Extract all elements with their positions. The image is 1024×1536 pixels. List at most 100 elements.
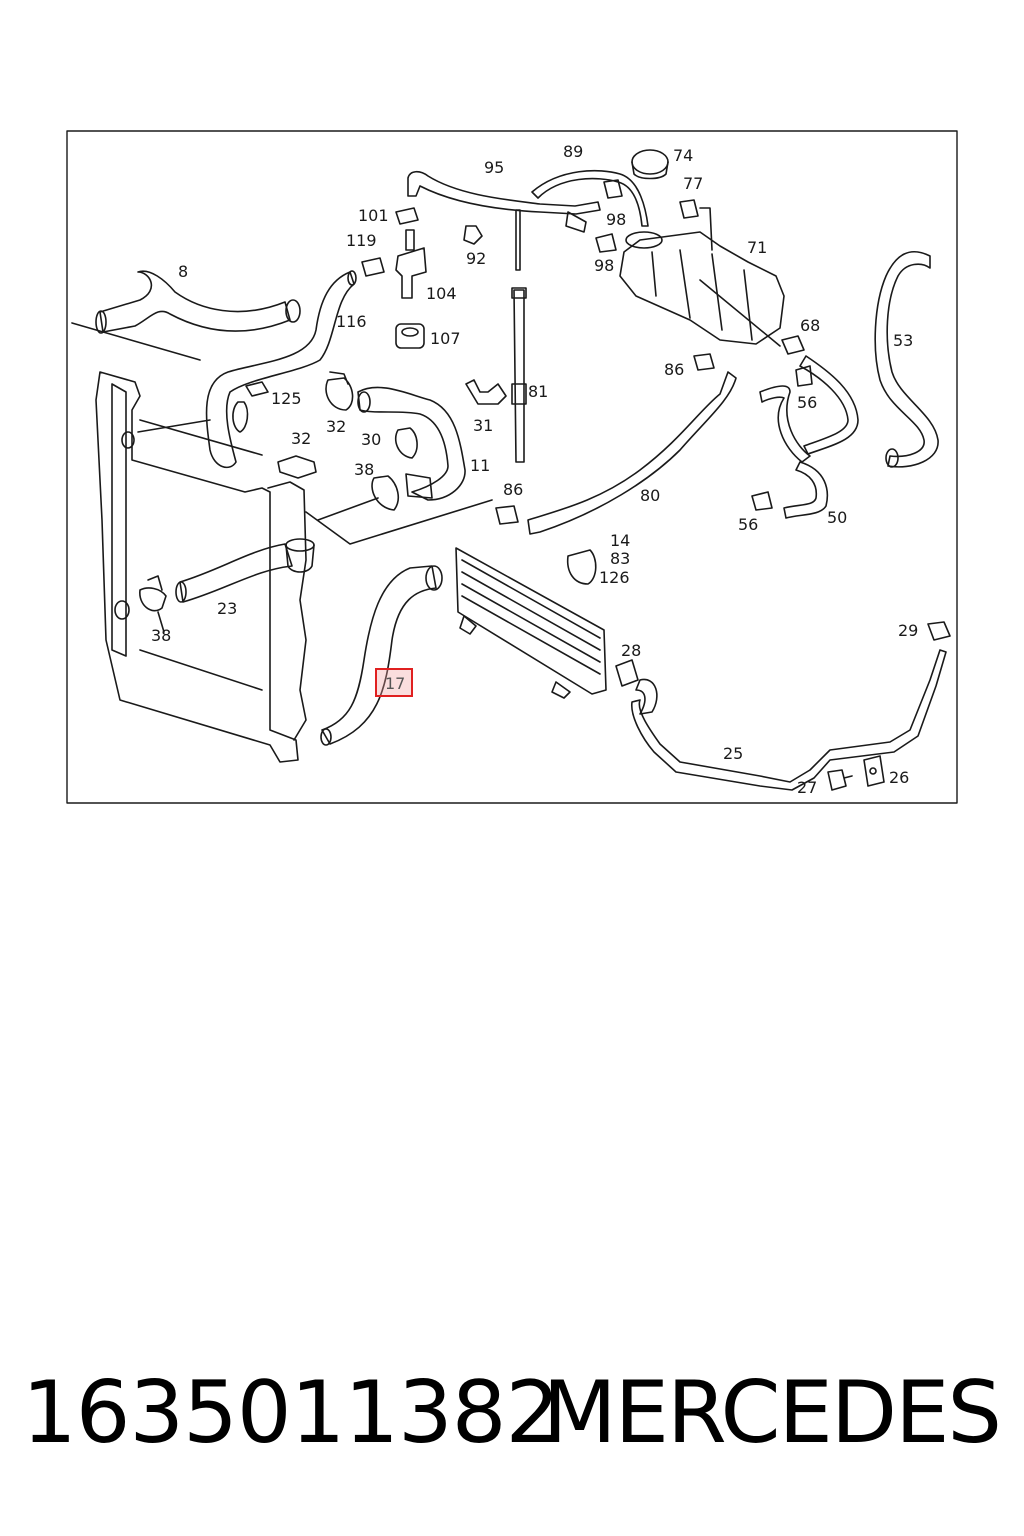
callout-98-upper: 98 (606, 210, 627, 229)
bracket-26-hole (869, 767, 877, 775)
leader-38-upper (317, 497, 379, 521)
hose-11-upper-end (357, 391, 371, 413)
caption-bar: 1635011382 MERCEDES (0, 1370, 1024, 1480)
tube-81-cap (511, 287, 527, 299)
clamp-29 (927, 621, 951, 641)
hose-116 (205, 271, 355, 469)
clamp-38-lower (139, 575, 167, 612)
cap-74-body (631, 161, 669, 180)
callout-23: 23 (217, 599, 238, 618)
hose-23 (179, 543, 293, 603)
clamp-30 (394, 427, 418, 459)
callout-125: 125 (271, 389, 302, 408)
bracket-26 (863, 755, 885, 787)
pipe-25 (631, 649, 947, 791)
callout-95: 95 (484, 158, 505, 177)
hose-125-stub (232, 401, 249, 433)
callout-101: 101 (358, 206, 389, 225)
hose-50 (783, 461, 829, 519)
radiator-right-tank (267, 481, 307, 741)
hose-17-lower-end (320, 728, 332, 746)
clamp-56-upper (795, 365, 813, 387)
callout-11: 11 (470, 456, 491, 475)
clamp-119 (361, 257, 385, 277)
clamp-125 (245, 381, 269, 397)
callout-29: 29 (898, 621, 919, 640)
tube-81-lower (513, 289, 525, 463)
hose-80 (527, 371, 737, 535)
callout-26: 26 (889, 768, 910, 787)
oil-cooler-bracket-2 (551, 681, 571, 699)
clamp-32-small (277, 455, 317, 479)
connector-98a (565, 211, 587, 233)
callout-56-lower: 56 (738, 515, 759, 534)
radiator-inner-left (111, 383, 127, 657)
callout-32-lower: 32 (291, 429, 312, 448)
bracket-107-hole (401, 327, 419, 337)
hose-53 (874, 251, 939, 468)
clip-31 (465, 379, 507, 405)
callout-53: 53 (893, 331, 914, 350)
callout-38-lower: 38 (151, 626, 172, 645)
oil-cooler (455, 547, 607, 695)
valve-104-stem (405, 229, 415, 251)
callout-116: 116 (336, 312, 367, 331)
radiator-neck (285, 538, 315, 552)
callout-86-upper: 86 (664, 360, 685, 379)
clamp-98-upper (603, 179, 623, 199)
hose-8-end (95, 310, 107, 334)
callout-56-upper: 56 (797, 393, 818, 412)
hose-17-upper-end (425, 565, 443, 591)
radiator-core-lines (139, 419, 263, 691)
clamp-38-upper (371, 475, 400, 511)
clamp-101 (395, 207, 419, 225)
leader-8 (71, 322, 201, 361)
hose-17 (321, 565, 437, 745)
tube-81-joint (511, 383, 527, 405)
callout-86-lower: 86 (503, 480, 524, 499)
clamp-56-lower (751, 491, 773, 511)
hose-53-end (885, 448, 899, 468)
diagram-frame (66, 130, 958, 804)
oil-cooler-fins (461, 559, 601, 675)
callout-32-upper: 32 (326, 417, 347, 436)
callout-107: 107 (430, 329, 461, 348)
valve-104 (395, 247, 427, 299)
clamp-98-lower (595, 233, 617, 253)
hose-8 (99, 270, 291, 333)
radiator-port-lower (114, 600, 130, 620)
hose-23-end (175, 581, 187, 603)
brand-name: MERCEDES (542, 1363, 1002, 1463)
callout-119: 119 (346, 231, 377, 250)
callout-104: 104 (426, 284, 457, 303)
leader-71 (699, 207, 781, 347)
tube-81 (515, 209, 521, 271)
leader-radiator-86 (305, 499, 493, 545)
callout-80: 80 (640, 486, 661, 505)
expansion-tank-71 (619, 231, 785, 345)
part-number: 1635011382 (22, 1363, 560, 1463)
callout-74: 74 (673, 146, 694, 165)
clamp-28 (615, 659, 639, 687)
tank-neck (625, 231, 663, 249)
callout-126: 126 (599, 568, 630, 587)
callout-17-highlighted: 17 (375, 668, 414, 697)
hose-89 (531, 169, 649, 227)
radiator-outline (95, 371, 299, 763)
callout-92: 92 (466, 249, 487, 268)
hose-116-end (347, 270, 357, 286)
clamp-32 (325, 371, 354, 411)
radiator-port-left (121, 431, 135, 449)
callout-31: 31 (473, 416, 494, 435)
leader-125 (137, 419, 211, 433)
hose-8-end-right (285, 299, 301, 323)
callout-50: 50 (827, 508, 848, 527)
hose-95 (407, 170, 601, 215)
callout-81: 81 (528, 382, 549, 401)
oil-cooler-bracket-1 (459, 615, 477, 635)
callout-28: 28 (621, 641, 642, 660)
callout-71: 71 (747, 238, 768, 257)
seal-14-83-126 (566, 549, 597, 585)
callout-27: 27 (797, 778, 818, 797)
